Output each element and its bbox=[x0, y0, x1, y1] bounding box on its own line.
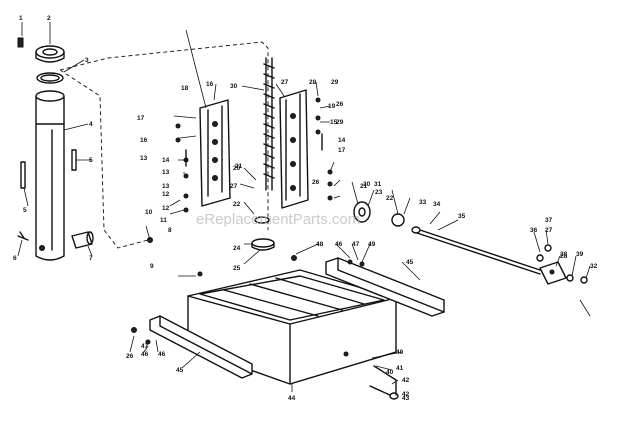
callout-41: 41 bbox=[396, 365, 404, 372]
watermark: eReplacementParts.com bbox=[196, 211, 360, 228]
right-arm-support[interactable] bbox=[279, 89, 309, 209]
callout-47a: 47 bbox=[352, 241, 360, 248]
callout-1: 1 bbox=[19, 15, 23, 22]
callout-29b: 29 bbox=[336, 119, 344, 126]
support-bolts[interactable] bbox=[175, 97, 333, 213]
callout-43: 43 bbox=[402, 395, 410, 402]
callout-2: 2 bbox=[47, 15, 51, 22]
callout-42a: 42 bbox=[402, 377, 410, 384]
callout-16a: 16 bbox=[140, 137, 148, 144]
callout-48: 48 bbox=[316, 241, 324, 248]
callout-35: 35 bbox=[458, 213, 466, 220]
callout-30b: 30 bbox=[363, 181, 371, 188]
callout-12b: 12 bbox=[162, 205, 170, 212]
column-pin[interactable] bbox=[17, 231, 29, 241]
thrust-washer-gear[interactable] bbox=[251, 238, 275, 251]
callout-22b: 22 bbox=[386, 195, 394, 202]
callout-13a: 13 bbox=[140, 155, 148, 162]
callout-46b: 46 bbox=[158, 351, 166, 358]
callout-32: 32 bbox=[590, 263, 598, 270]
callout-5a: 5 bbox=[23, 207, 27, 214]
callout-40a: 40 bbox=[396, 349, 404, 356]
callout-23: 23 bbox=[375, 189, 383, 196]
callout-47b: 47 bbox=[141, 343, 149, 350]
elevation-screw[interactable] bbox=[263, 57, 275, 191]
callout-27b: 27 bbox=[230, 183, 238, 190]
callout-30a: 30 bbox=[230, 83, 238, 90]
callout-10: 10 bbox=[145, 209, 153, 216]
callout-17a: 17 bbox=[137, 115, 145, 122]
callout-3: 3 bbox=[85, 57, 89, 64]
callout-15: 15 bbox=[330, 119, 338, 126]
base-crank-handle[interactable] bbox=[369, 365, 399, 400]
callout-18: 18 bbox=[181, 85, 189, 92]
callout-40b: 40 bbox=[386, 369, 394, 376]
callout-45b: 45 bbox=[176, 367, 184, 374]
callout-27c: 27 bbox=[545, 227, 553, 234]
callout-22a: 22 bbox=[233, 201, 241, 208]
callout-49: 49 bbox=[368, 241, 376, 248]
elevation-gear[interactable] bbox=[254, 216, 270, 224]
crank-bracket[interactable] bbox=[539, 261, 567, 285]
column-tube[interactable] bbox=[35, 90, 65, 261]
crank-shaft[interactable] bbox=[411, 226, 541, 275]
callout-8: 8 bbox=[168, 227, 172, 234]
callout-24: 24 bbox=[233, 245, 241, 252]
callout-28a: 28 bbox=[309, 79, 317, 86]
callout-14a: 14 bbox=[162, 157, 170, 164]
callout-21a: 21 bbox=[235, 163, 243, 170]
callout-26c: 26 bbox=[126, 353, 134, 360]
column-ring[interactable] bbox=[36, 72, 64, 84]
callout-36: 36 bbox=[530, 227, 538, 234]
callout-33: 33 bbox=[419, 199, 427, 206]
callout-19: 19 bbox=[328, 103, 336, 110]
callout-7: 7 bbox=[89, 255, 93, 262]
assembly-dashed-leader bbox=[59, 41, 269, 249]
column-lock-nut[interactable] bbox=[35, 45, 65, 63]
callout-46a: 46 bbox=[335, 241, 343, 248]
crank-washers[interactable] bbox=[536, 244, 588, 284]
callout-27a: 27 bbox=[281, 79, 289, 86]
callout-25: 25 bbox=[233, 265, 241, 272]
callout-6: 6 bbox=[13, 255, 17, 262]
callout-28b: 28 bbox=[560, 253, 568, 260]
callout-39: 39 bbox=[576, 251, 584, 258]
callout-46c: 46 bbox=[141, 351, 149, 358]
callout-17b: 17 bbox=[338, 147, 346, 154]
callout-26b: 26 bbox=[336, 101, 344, 108]
callout-29a: 29 bbox=[331, 79, 339, 86]
callout-20: 20 bbox=[233, 165, 241, 172]
callout-38: 38 bbox=[560, 251, 568, 258]
column-key-bar-right[interactable] bbox=[71, 149, 77, 171]
callout-37: 37 bbox=[545, 217, 553, 224]
callout-21b: 21 bbox=[360, 183, 368, 190]
callout-16b: 16 bbox=[206, 81, 214, 88]
callout-45a: 45 bbox=[406, 259, 414, 266]
callout-5b: 5 bbox=[89, 157, 93, 164]
callout-14b: 14 bbox=[338, 137, 346, 144]
callout-34: 34 bbox=[433, 201, 441, 208]
column-key-bar[interactable] bbox=[20, 161, 26, 189]
callout-4: 4 bbox=[89, 121, 93, 128]
right-rail[interactable] bbox=[325, 257, 445, 317]
left-arm-support[interactable] bbox=[199, 99, 231, 207]
leader-lines bbox=[17, 22, 591, 396]
shaft-collar[interactable] bbox=[391, 213, 405, 227]
callout-9: 9 bbox=[150, 263, 154, 270]
callout-11: 11 bbox=[160, 217, 167, 224]
column-bushing[interactable] bbox=[71, 231, 94, 249]
callout-13b: 13 bbox=[162, 169, 170, 176]
column-screw[interactable] bbox=[17, 37, 24, 48]
callout-31: 31 bbox=[374, 181, 382, 188]
callout-42b: 42 bbox=[402, 391, 410, 398]
callout-44: 44 bbox=[288, 395, 296, 402]
left-rail[interactable] bbox=[149, 315, 253, 379]
miter-gear[interactable] bbox=[353, 201, 371, 223]
callout-12a: 12 bbox=[162, 191, 170, 198]
callout-26a: 26 bbox=[312, 179, 320, 186]
callout-13c: 13 bbox=[162, 183, 170, 190]
